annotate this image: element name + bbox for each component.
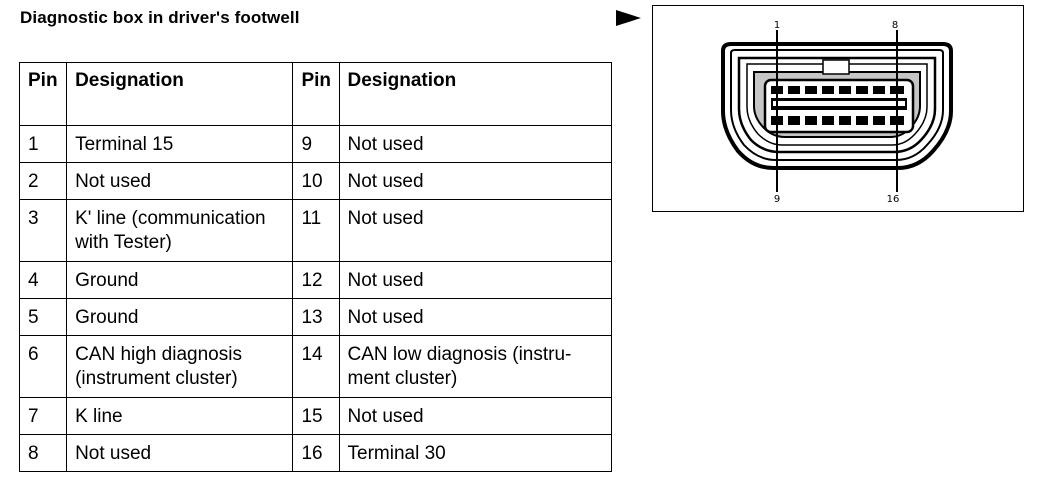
pin-label-16: 16 (887, 194, 900, 205)
pin-designation: Not used (66, 162, 294, 200)
pin-number: 1 (18, 125, 68, 163)
pin-designation: Terminal 15 (66, 125, 294, 163)
pin-designation: Not used (338, 298, 613, 336)
pin-designation: Not used (338, 162, 613, 200)
page-title: Diagnostic box in driver's footwell (20, 8, 300, 27)
header-designation: Designation (66, 62, 294, 126)
pin-designation: Ground (66, 261, 294, 299)
pin-designation: Not used (338, 125, 613, 163)
pin-number: 16 (292, 434, 340, 472)
pin-number: 10 (292, 162, 340, 200)
housing-contour (737, 56, 937, 154)
pin-number: 11 (292, 199, 340, 262)
pin-designation: K line (66, 397, 294, 435)
table-row: 3 K' line (communication with Tester) 11… (18, 199, 613, 262)
pin-label-9: 9 (774, 194, 780, 205)
pin-designation: Not used (338, 199, 613, 262)
pin-number: 12 (292, 261, 340, 299)
housing-contour (746, 63, 928, 146)
pin-number: 6 (18, 335, 68, 398)
pin-designation: K' line (communication with Tester) (66, 199, 294, 262)
pin-number: 14 (292, 335, 340, 398)
table-row: 5 Ground 13 Not used (18, 298, 613, 336)
pin-label-1: 1 (774, 20, 780, 31)
table-row: 2 Not used 10 Not used (18, 162, 613, 200)
pin-designation: Not used (66, 434, 294, 472)
table-header-row: Pin Designation Pin Designation (18, 62, 613, 126)
pin-number: 8 (18, 434, 68, 472)
pin-label-8: 8 (892, 20, 898, 31)
pin-number: 7 (18, 397, 68, 435)
pin-designation: Ground (66, 298, 294, 336)
pin-number: 13 (292, 298, 340, 336)
obd-connector-drawing: 1 8 9 16 (721, 20, 953, 205)
table-row: 1 Terminal 15 9 Not used (18, 125, 613, 163)
header-pin: Pin (292, 62, 340, 126)
table-row: 4 Ground 12 Not used (18, 261, 613, 299)
header-designation: Designation (338, 62, 613, 126)
diagnostic-connector-figure: 1 8 9 16 (652, 5, 1024, 212)
housing-contour (730, 49, 944, 161)
pin-number: 9 (292, 125, 340, 163)
pin-number: 5 (18, 298, 68, 336)
pin-designation: Terminal 30 (338, 434, 613, 472)
table-row: 7 K line 15 Not used (18, 397, 613, 435)
pin-designation: CAN low diagnosis (instru-ment cluster) (338, 335, 613, 398)
table-row: 6 CAN high diagnosis (instrument cluster… (18, 335, 613, 398)
pin-number: 15 (292, 397, 340, 435)
pin-number: 2 (18, 162, 68, 200)
housing-outline (721, 42, 953, 170)
pin-assignment-table: Pin Designation Pin Designation 1 Termin… (18, 62, 613, 472)
pin-number: 4 (18, 261, 68, 299)
connector-key (822, 59, 850, 75)
pin-designation: Not used (338, 261, 613, 299)
pin-designation: CAN high diagnosis (instrument cluster) (66, 335, 294, 398)
table-row: 8 Not used 16 Terminal 30 (18, 434, 613, 472)
insert-slot (773, 101, 905, 106)
pin-designation: Not used (338, 397, 613, 435)
header-pin: Pin (18, 62, 68, 126)
triangle-right-icon (616, 10, 641, 26)
pin-number: 3 (18, 199, 68, 262)
